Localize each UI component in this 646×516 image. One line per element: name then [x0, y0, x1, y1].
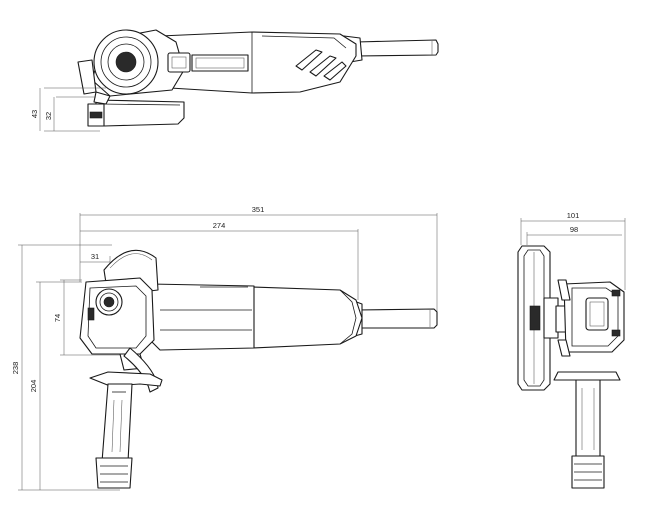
dim-31-label: 31: [91, 252, 99, 261]
front-view: 101 98: [517, 211, 626, 489]
side-view: 351 274 31 238 204 74: [11, 205, 438, 491]
dim-98-label: 98: [570, 225, 578, 234]
dim-74-label: 74: [53, 314, 62, 322]
dim-43-label: 43: [30, 110, 39, 118]
dim-101-label: 101: [567, 211, 580, 220]
dim-351-label: 351: [252, 205, 265, 214]
dim-238-label: 238: [11, 362, 20, 375]
dim-274-label: 274: [213, 221, 226, 230]
dim-32-label: 32: [44, 112, 53, 120]
top-view: 43 32: [30, 29, 439, 132]
dim-204-label: 204: [29, 380, 38, 393]
